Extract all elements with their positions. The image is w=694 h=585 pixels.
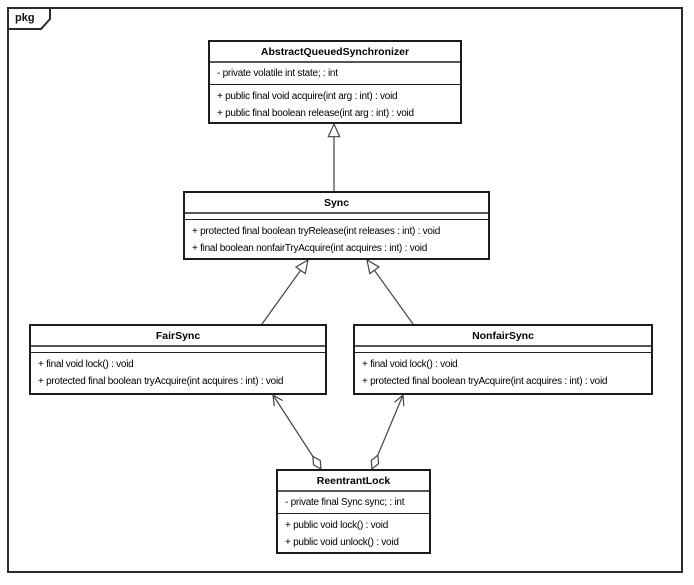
- class-title: FairSync: [31, 326, 325, 347]
- methods-compartment: + public final void acquire(int arg : in…: [210, 85, 460, 124]
- attributes-compartment: - private final Sync sync; : int: [278, 492, 429, 514]
- class-title: AbstractQueuedSynchronizer: [210, 42, 460, 63]
- method-row: + protected final boolean tryAcquire(int…: [38, 376, 284, 387]
- aggregation-reentrantlock-to-fairsync[interactable]: [273, 395, 321, 469]
- methods-compartment: + protected final boolean tryRelease(int…: [185, 220, 488, 259]
- class-box-fairsync[interactable]: FairSync + final void lock() : void + pr…: [29, 324, 327, 395]
- attribute-row: - private final Sync sync; : int: [285, 497, 405, 508]
- package-tab: [7, 7, 51, 30]
- method-row: + public final boolean release(int arg :…: [217, 108, 414, 119]
- attributes-compartment: - private volatile int state; : int: [210, 63, 460, 85]
- method-row: + protected final boolean tryAcquire(int…: [362, 376, 608, 387]
- class-title: NonfairSync: [355, 326, 651, 347]
- methods-compartment: + final void lock() : void + protected f…: [31, 353, 325, 393]
- method-row: + public void lock() : void: [285, 520, 389, 531]
- package-frame: [7, 7, 683, 573]
- attribute-row: - private volatile int state; : int: [217, 68, 338, 79]
- method-row: + final void lock() : void: [38, 359, 134, 370]
- attributes-compartment: [355, 347, 651, 353]
- attributes-compartment: [31, 347, 325, 353]
- methods-compartment: + final void lock() : void + protected f…: [355, 353, 651, 393]
- attributes-compartment: [185, 214, 488, 220]
- method-row: + final void lock() : void: [362, 359, 458, 370]
- method-row: + public final void acquire(int arg : in…: [217, 91, 398, 102]
- methods-compartment: + public void lock() : void + public voi…: [278, 514, 429, 553]
- method-row: + final boolean nonfairTryAcquire(int ac…: [192, 243, 428, 254]
- class-box-abstract-queued-synchronizer[interactable]: AbstractQueuedSynchronizer - private vol…: [208, 40, 462, 124]
- method-row: + public void unlock() : void: [285, 537, 399, 548]
- class-title: Sync: [185, 193, 488, 214]
- method-row: + protected final boolean tryRelease(int…: [192, 226, 441, 237]
- class-box-sync[interactable]: Sync + protected final boolean tryReleas…: [183, 191, 490, 260]
- class-box-reentrantlock[interactable]: ReentrantLock - private final Sync sync;…: [276, 469, 431, 554]
- class-box-nonfairsync[interactable]: NonfairSync + final void lock() : void +…: [353, 324, 653, 395]
- package-tab-label: pkg: [15, 12, 35, 24]
- class-title: ReentrantLock: [278, 471, 429, 492]
- generalization-fairsync-to-sync[interactable]: [261, 260, 308, 325]
- generalization-nonfairsync-to-sync[interactable]: [367, 260, 414, 325]
- aggregation-reentrantlock-to-nonfairsync[interactable]: [372, 395, 403, 469]
